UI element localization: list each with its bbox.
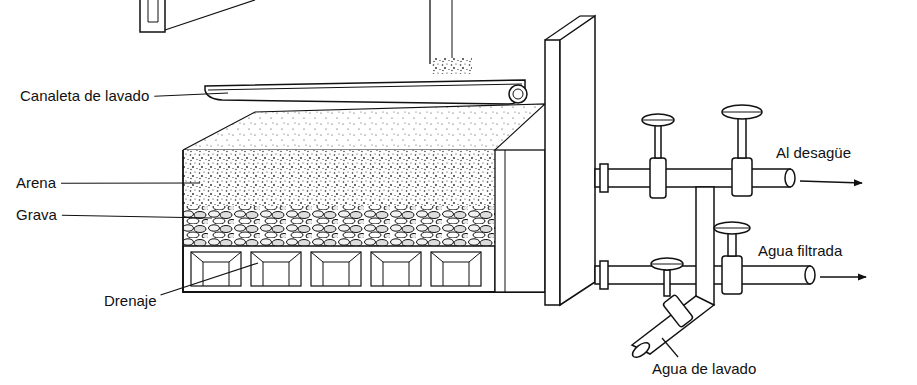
leader-line bbox=[662, 338, 678, 357]
part-label: Agua de lavado bbox=[652, 361, 756, 378]
leader-line bbox=[161, 263, 258, 295]
part-label: Grava bbox=[16, 207, 57, 224]
part-label: Arena bbox=[16, 175, 56, 192]
part-label: Agua filtrada bbox=[758, 243, 842, 260]
leader-line bbox=[62, 215, 212, 218]
part-label: Al desagüe bbox=[776, 145, 851, 162]
leader-line bbox=[154, 93, 228, 96]
part-label: Drenaje bbox=[104, 293, 157, 310]
part-label: Canaleta de lavado bbox=[20, 88, 149, 105]
leader-line bbox=[61, 182, 200, 183]
